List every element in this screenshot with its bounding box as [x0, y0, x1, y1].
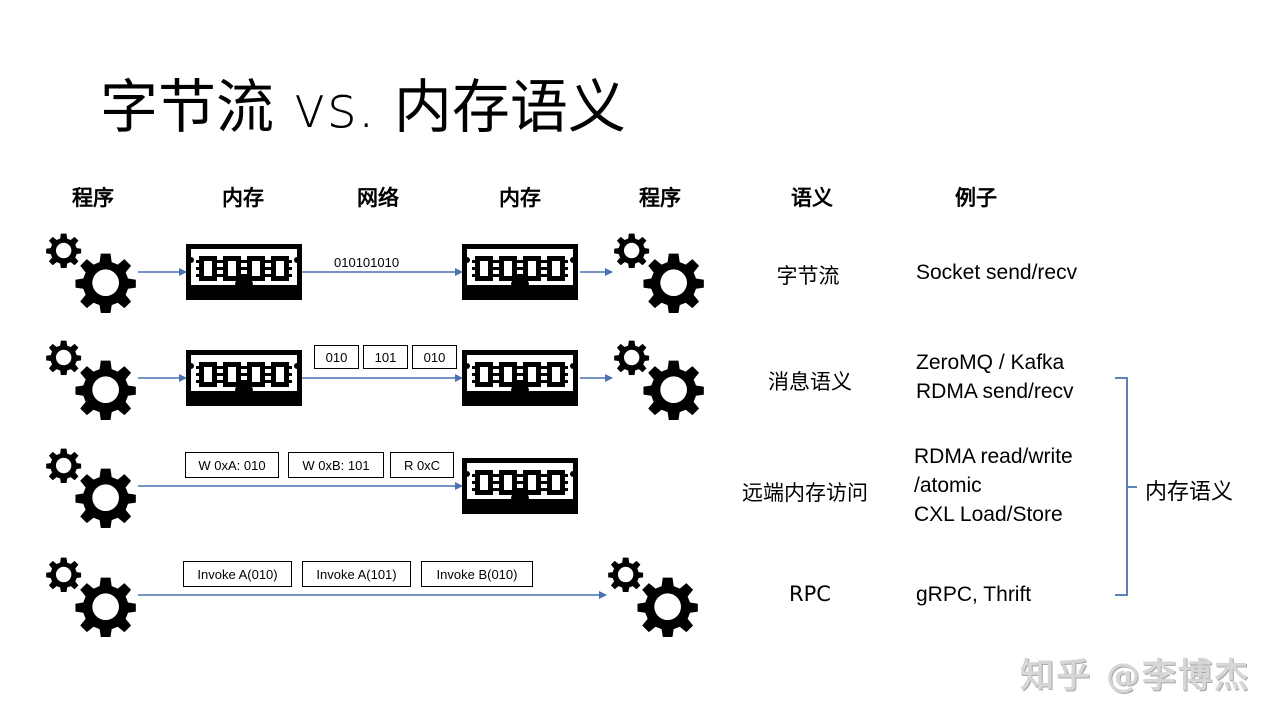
examples-rpc: gRPC, Thrift: [916, 580, 1031, 609]
memory-op-packet: R 0xC: [390, 452, 454, 478]
memory-op-packet: W 0xA: 010: [185, 452, 279, 478]
header-semantics: 语义: [791, 186, 833, 210]
memory-op-packet: W 0xB: 101: [288, 452, 384, 478]
memory-semantics-bracket: [1115, 377, 1137, 596]
message-packet: 101: [363, 345, 408, 369]
byte-stream-bits: 010101010: [334, 255, 400, 270]
examples-remote-memory: RDMA read/write /atomic CXL Load/Store: [914, 442, 1073, 529]
header-program-right: 程序: [639, 186, 681, 210]
slide-title: 字节流 vs. 内存语义: [100, 73, 626, 141]
examples-byte-stream: Socket send/recv: [916, 258, 1077, 287]
memory-module-icon: [186, 244, 302, 300]
gears-icon: [606, 555, 700, 637]
examples-message: ZeroMQ / Kafka RDMA send/recv: [916, 348, 1074, 406]
memory-module-icon: [462, 244, 578, 300]
bracket-label: 内存语义: [1145, 480, 1234, 505]
gears-icon: [612, 338, 706, 420]
example-item: gRPC, Thrift: [916, 583, 1032, 606]
example-item: RDMA read/write: [914, 445, 1073, 468]
rpc-packet: Invoke A(101): [302, 561, 411, 587]
example-item: Socket send/recv: [916, 261, 1078, 284]
gears-icon: [44, 338, 138, 420]
memory-module-icon: [186, 350, 302, 406]
rpc-packet: Invoke B(010): [421, 561, 533, 587]
gears-icon: [44, 231, 138, 313]
gears-icon: [44, 555, 138, 637]
message-packet: 010: [314, 345, 359, 369]
gears-icon: [612, 231, 706, 313]
semantic-remote-memory-access: 远端内存访问: [742, 481, 868, 505]
semantic-rpc: RPC: [789, 582, 831, 606]
example-item: ZeroMQ / Kafka: [916, 351, 1065, 374]
header-program-left: 程序: [72, 186, 114, 210]
example-item: CXL Load/Store: [914, 503, 1063, 526]
header-memory-right: 内存: [499, 186, 541, 210]
example-item: RDMA send/recv: [916, 380, 1074, 403]
header-examples: 例子: [955, 186, 997, 210]
example-item: /atomic: [914, 474, 982, 497]
header-network: 网络: [357, 186, 399, 210]
gears-icon: [44, 446, 138, 528]
semantic-byte-stream: 字节流: [776, 264, 840, 288]
memory-module-icon: [462, 350, 578, 406]
rpc-packet: Invoke A(010): [183, 561, 292, 587]
watermark: 知乎 @李博杰: [1020, 656, 1250, 696]
semantic-message: 消息语义: [768, 370, 852, 394]
memory-module-icon: [462, 458, 578, 514]
message-packet: 010: [412, 345, 457, 369]
header-memory-left: 内存: [222, 186, 264, 210]
